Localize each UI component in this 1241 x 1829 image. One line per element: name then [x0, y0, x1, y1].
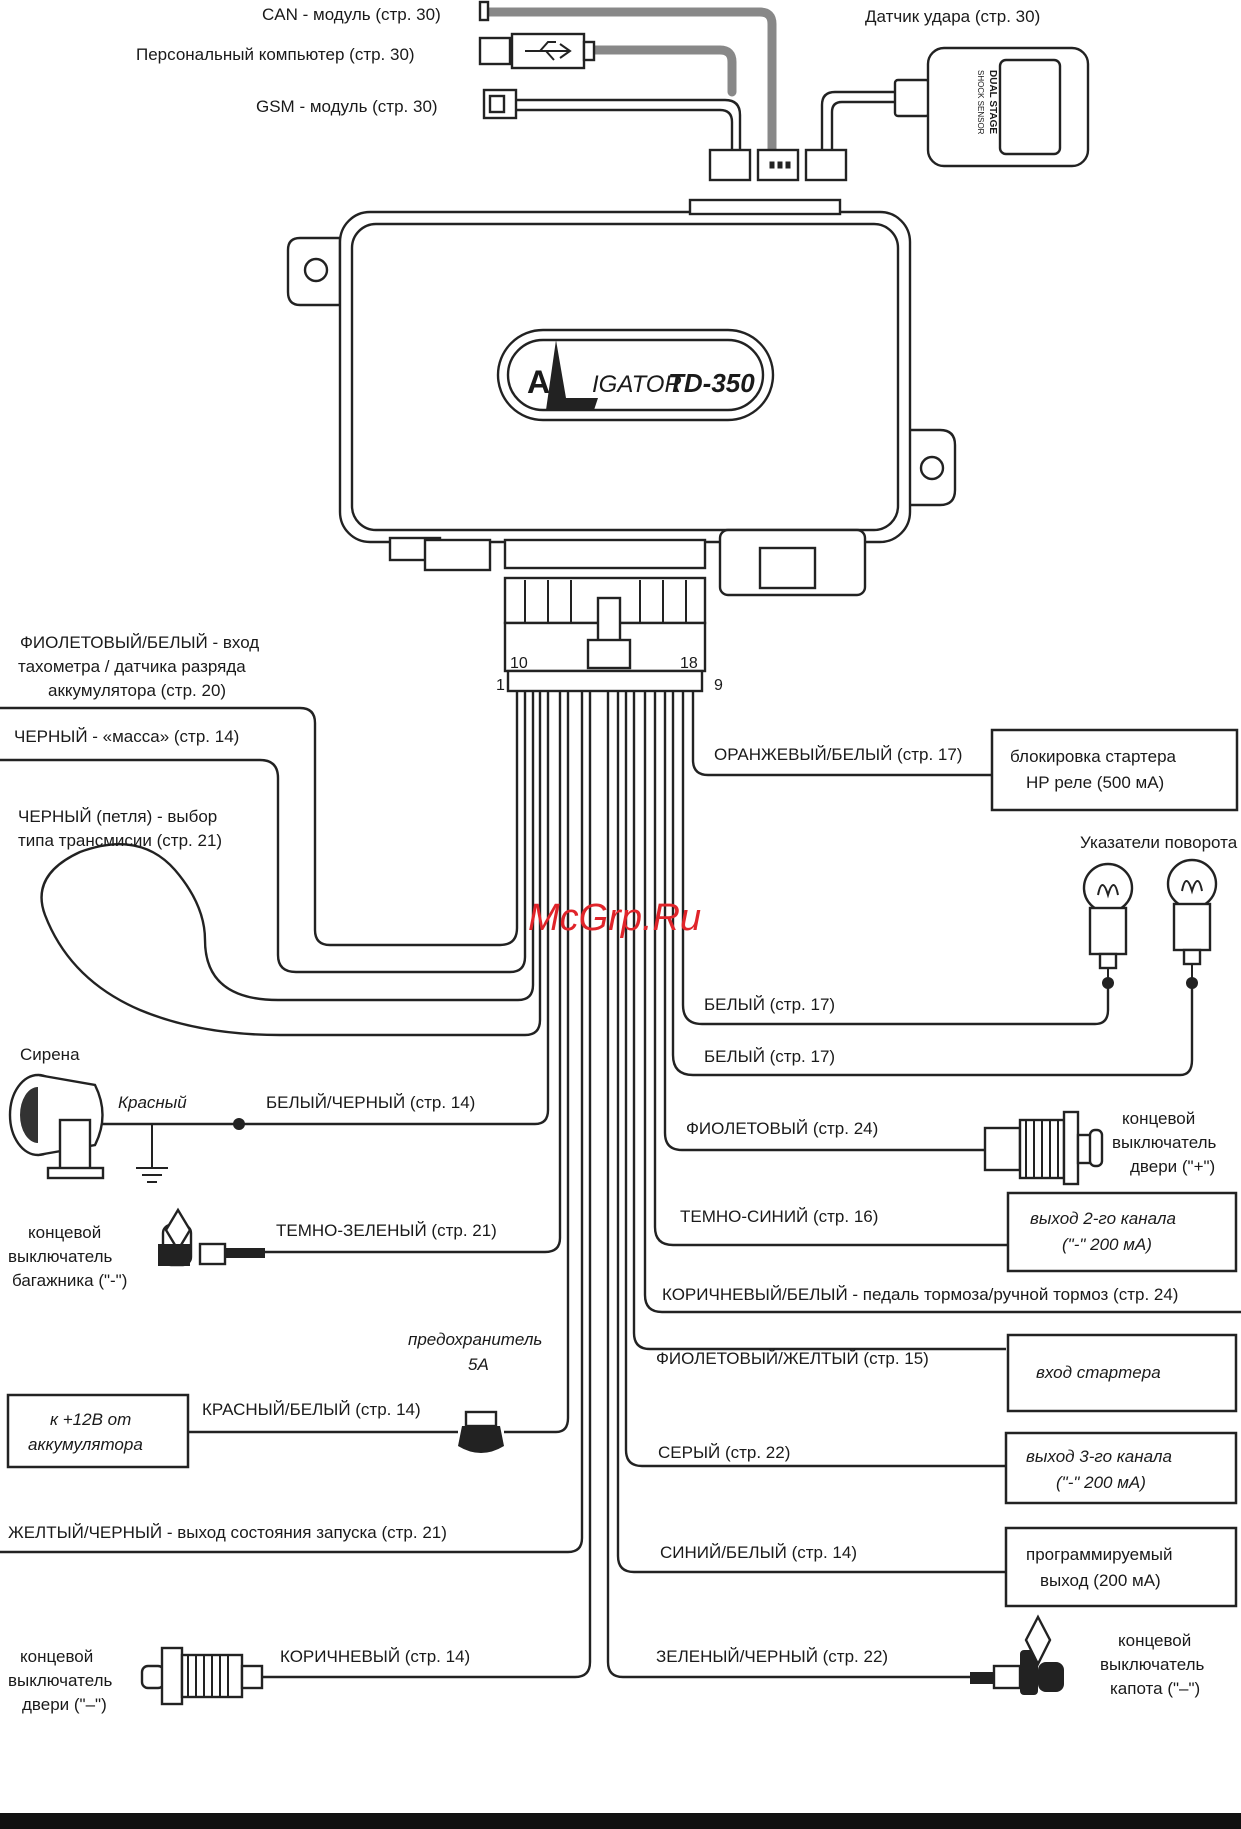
trunk-switch-label-1: концевой	[28, 1223, 101, 1242]
dark-blue-label: ТЕМНО-СИНИЙ (стр. 16)	[680, 1207, 878, 1226]
trunk-switch-icon	[158, 1207, 265, 1267]
orange-white-label: ОРАНЖЕВЫЙ/БЕЛЫЙ (стр. 17)	[714, 745, 962, 764]
fuse-icon	[458, 1410, 504, 1453]
usb-connector-icon	[478, 32, 596, 70]
door-plus-label-1: концевой	[1122, 1109, 1195, 1128]
door-minus-label-1: концевой	[20, 1647, 93, 1666]
channel-3-label-2: ("-" 200 мА)	[1056, 1473, 1146, 1492]
violet-white-label-2: тахометра / датчика разряда	[18, 657, 246, 676]
fuse-label-1: предохранитель	[408, 1330, 542, 1349]
siren-red-wire-label: Красный	[118, 1093, 187, 1112]
pin-label-9: 9	[714, 677, 723, 694]
blue-white-label: СИНИЙ/БЕЛЫЙ (стр. 14)	[660, 1543, 857, 1562]
model-label: TD-350	[668, 368, 755, 398]
battery-label-2: аккумулятора	[28, 1435, 143, 1454]
pin-label-10: 10	[510, 655, 528, 672]
watermark-text: McGrp.Ru	[528, 897, 701, 939]
siren-junction-dot	[233, 1118, 245, 1130]
green-black-label: ЗЕЛЕНЫЙ/ЧЕРНЫЙ (стр. 22)	[656, 1647, 888, 1666]
brand-logo-text: IGATOR	[592, 371, 682, 398]
siren-icon	[8, 1073, 105, 1180]
door-switch-plus-icon	[983, 1110, 1104, 1186]
can-module-label: CAN - модуль (стр. 30)	[262, 5, 441, 24]
turn-signals-label: Указатели поворота	[1080, 833, 1238, 852]
gsm-plug-icon	[482, 88, 518, 120]
alarm-main-unit: A IGATOR TD-350	[286, 198, 957, 597]
white-black-label: БЕЛЫЙ/ЧЕРНЫЙ (стр. 14)	[266, 1093, 475, 1112]
violet-label: ФИОЛЕТОВЫЙ (стр. 24)	[686, 1119, 878, 1138]
turn-signal-bulb-icon-1	[1082, 862, 1134, 989]
channel-3-label-1: выход 3-го канала	[1026, 1447, 1172, 1466]
trunk-switch-label-2: выключатель	[8, 1247, 113, 1266]
battery-label-1: к +12В от	[50, 1410, 131, 1429]
brand-logo-a: A	[527, 364, 550, 400]
programmable-output-box	[1004, 1526, 1238, 1608]
dark-green-label: ТЕМНО-ЗЕЛЕНЫЙ (стр. 21)	[276, 1221, 497, 1240]
fuse-label-2: 5А	[468, 1355, 489, 1374]
hood-switch-icon	[970, 1614, 1064, 1695]
violet-white-label-3: аккумулятора (стр. 20)	[48, 681, 226, 700]
right-wires	[606, 690, 1241, 1679]
starter-block-label-1: блокировка стартера	[1010, 747, 1177, 766]
top-cables	[480, 7, 900, 155]
starter-block-label-2: НР реле (500 мА)	[1026, 773, 1164, 792]
brown-label: КОРИЧНЕВЫЙ (стр. 14)	[280, 1647, 470, 1666]
door-plus-label-2: выключатель	[1112, 1133, 1217, 1152]
violet-white-label-1: ФИОЛЕТОВЫЙ/БЕЛЫЙ - вход	[20, 633, 259, 652]
yellow-black-label: ЖЕЛТЫЙ/ЧЕРНЫЙ - выход состояния запуска …	[8, 1523, 447, 1542]
channel-2-label-1: выход 2-го канала	[1030, 1209, 1176, 1228]
programmable-output-label-2: выход (200 мА)	[1040, 1571, 1161, 1590]
hood-switch-label-1: концевой	[1118, 1631, 1191, 1650]
door-minus-label-3: двери ("–")	[22, 1695, 107, 1714]
programmable-output-label-1: программируемый	[1026, 1545, 1173, 1564]
shock-sensor-label-2: SHOCK SENSOR	[976, 70, 985, 135]
channel-2-box	[1006, 1191, 1238, 1273]
hood-switch-label-2: выключатель	[1100, 1655, 1205, 1674]
starter-block-box	[990, 728, 1239, 812]
starter-input-box	[1006, 1333, 1238, 1413]
shock-sensor-label-1: DUAL STAGE	[987, 70, 998, 134]
door-plus-label-3: двери ("+")	[1130, 1157, 1215, 1176]
white-2-label: БЕЛЫЙ (стр. 17)	[704, 1047, 835, 1066]
door-minus-label-2: выключатель	[8, 1671, 113, 1690]
channel-2-label-2: ("-" 200 мА)	[1062, 1235, 1152, 1254]
door-switch-minus-icon	[140, 1646, 264, 1706]
top-sockets	[708, 148, 848, 182]
black-loop-label-1: ЧЕРНЫЙ (петля) - выбор	[18, 807, 217, 826]
trunk-switch-label-3: багажника ("-")	[12, 1271, 127, 1290]
brown-white-label: КОРИЧНЕВЫЙ/БЕЛЫЙ - педаль тормоза/ручной…	[662, 1285, 1178, 1304]
black-ground-label: ЧЕРНЫЙ - «масса» (стр. 14)	[14, 727, 239, 746]
gsm-module-label: GSM - модуль (стр. 30)	[256, 97, 438, 116]
shock-sensor-label: Датчик удара (стр. 30)	[865, 7, 1040, 26]
pin-label-18: 18	[680, 655, 698, 672]
violet-yellow-label: ФИОЛЕТОВЫЙ/ЖЕЛТЫЙ (стр. 15)	[656, 1349, 929, 1368]
grey-label: СЕРЫЙ (стр. 22)	[658, 1443, 790, 1462]
channel-3-box	[1004, 1431, 1238, 1505]
main-18-pin-connector: 10 18 1 9	[496, 576, 723, 694]
shock-sensor: DUAL STAGE SHOCK SENSOR	[893, 46, 1090, 168]
turn-signal-bulb-icon-2	[1166, 858, 1218, 989]
pc-label: Персональный компьютер (стр. 30)	[136, 45, 415, 64]
starter-input-label: вход стартера	[1036, 1363, 1161, 1382]
white-1-label: БЕЛЫЙ (стр. 17)	[704, 995, 835, 1014]
bottom-bar	[0, 1813, 1241, 1829]
black-loop-label-2: типа трансмисии (стр. 21)	[18, 831, 222, 850]
siren-label: Сирена	[20, 1045, 80, 1064]
pin-label-1: 1	[496, 677, 505, 694]
hood-switch-label-3: капота ("–")	[1110, 1679, 1200, 1698]
ground-symbol-icon	[136, 1124, 168, 1183]
battery-box	[6, 1393, 190, 1469]
red-white-label: КРАСНЫЙ/БЕЛЫЙ (стр. 14)	[202, 1400, 421, 1419]
can-plug-icon	[478, 0, 490, 22]
left-wires	[0, 690, 592, 1679]
